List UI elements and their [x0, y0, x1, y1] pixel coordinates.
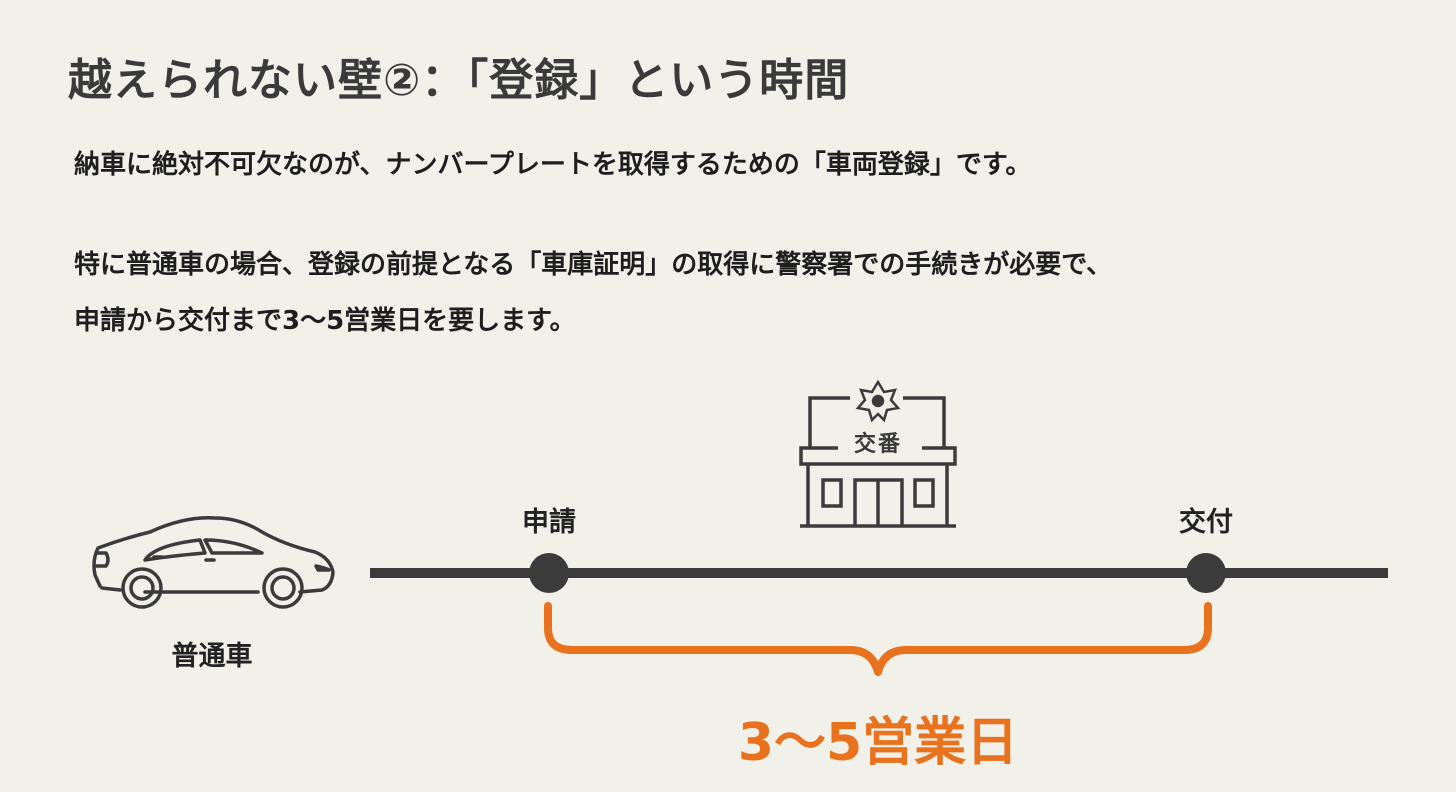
duration-brace	[544, 602, 1212, 676]
paragraph-vehicle-registration: 納車に絶対不可欠なのが、ナンバープレートを取得するための「車両登録」です。	[74, 150, 1032, 180]
slide-title: 越えられない壁②：「登録」という時間	[68, 55, 850, 106]
end-point-marker	[1186, 553, 1226, 593]
end-label: 交付	[1179, 507, 1233, 538]
start-point-marker	[529, 553, 569, 593]
paragraph-garage-certificate-line1: 特に普通車の場合、登録の前提となる「車庫証明」の取得に警察署での手続きが必要で、	[74, 250, 1113, 280]
police-box-sign: 交番	[853, 432, 903, 457]
vehicle-label: 普通車	[171, 641, 253, 672]
start-label: 申請	[522, 507, 576, 538]
duration-label: 3〜5営業日	[737, 713, 1019, 773]
car-icon	[92, 516, 335, 609]
police-box-icon	[799, 379, 957, 528]
police-emblem-icon	[855, 379, 901, 423]
paragraph-garage-certificate-line2: 申請から交付まで3〜5営業日を要します。	[74, 306, 576, 336]
